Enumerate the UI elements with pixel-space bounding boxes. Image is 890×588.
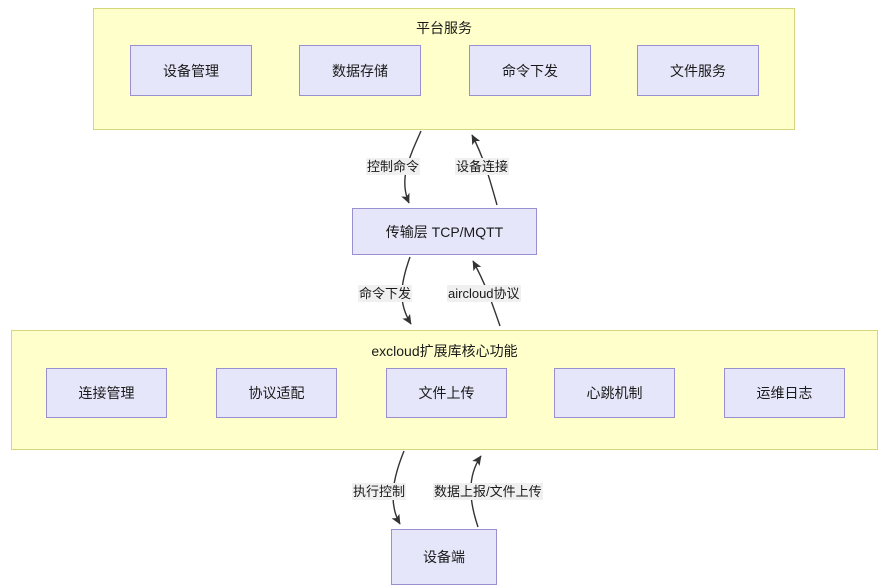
node-operation-log-label: 运维日志 xyxy=(756,385,813,401)
node-command-dispatch[interactable]: 命令下发 xyxy=(469,45,591,96)
node-connection-management-label: 连接管理 xyxy=(78,385,135,401)
group-platform-services-title: 平台服务 xyxy=(416,20,472,36)
node-data-storage[interactable]: 数据存储 xyxy=(299,45,421,96)
node-file-upload-label: 文件上传 xyxy=(418,385,475,401)
node-operation-log[interactable]: 运维日志 xyxy=(724,368,845,418)
group-excloud-core-title: excloud扩展库核心功能 xyxy=(371,343,518,359)
node-heartbeat-mechanism-label: 心跳机制 xyxy=(586,385,643,401)
edge-label-control-command: 控制命令 xyxy=(366,158,421,175)
edge-label-exec-control: 执行控制 xyxy=(352,483,407,500)
node-command-dispatch-label: 命令下发 xyxy=(502,62,558,79)
edge-label-data-report-file-upload: 数据上报/文件上传 xyxy=(433,483,543,500)
node-device-management-label: 设备管理 xyxy=(163,62,219,79)
edge-label-command-issue: 命令下发 xyxy=(358,285,413,302)
node-device-end-label: 设备端 xyxy=(423,549,465,565)
node-transport-layer-label: 传输层 TCP/MQTT xyxy=(385,223,504,240)
node-device-management[interactable]: 设备管理 xyxy=(130,45,252,96)
edge-label-device-connect: 设备连接 xyxy=(455,158,510,175)
node-protocol-adaptation[interactable]: 协议适配 xyxy=(216,368,337,418)
node-heartbeat-mechanism[interactable]: 心跳机制 xyxy=(554,368,675,418)
node-connection-management[interactable]: 连接管理 xyxy=(46,368,167,418)
node-file-service[interactable]: 文件服务 xyxy=(637,45,759,96)
node-data-storage-label: 数据存储 xyxy=(332,62,388,79)
node-file-upload[interactable]: 文件上传 xyxy=(386,368,507,418)
node-protocol-adaptation-label: 协议适配 xyxy=(248,385,305,401)
node-transport-layer[interactable]: 传输层 TCP/MQTT xyxy=(352,208,537,255)
node-device-end[interactable]: 设备端 xyxy=(391,529,497,585)
node-file-service-label: 文件服务 xyxy=(670,62,726,79)
edge-label-aircloud-protocol: aircloud协议 xyxy=(447,285,521,302)
